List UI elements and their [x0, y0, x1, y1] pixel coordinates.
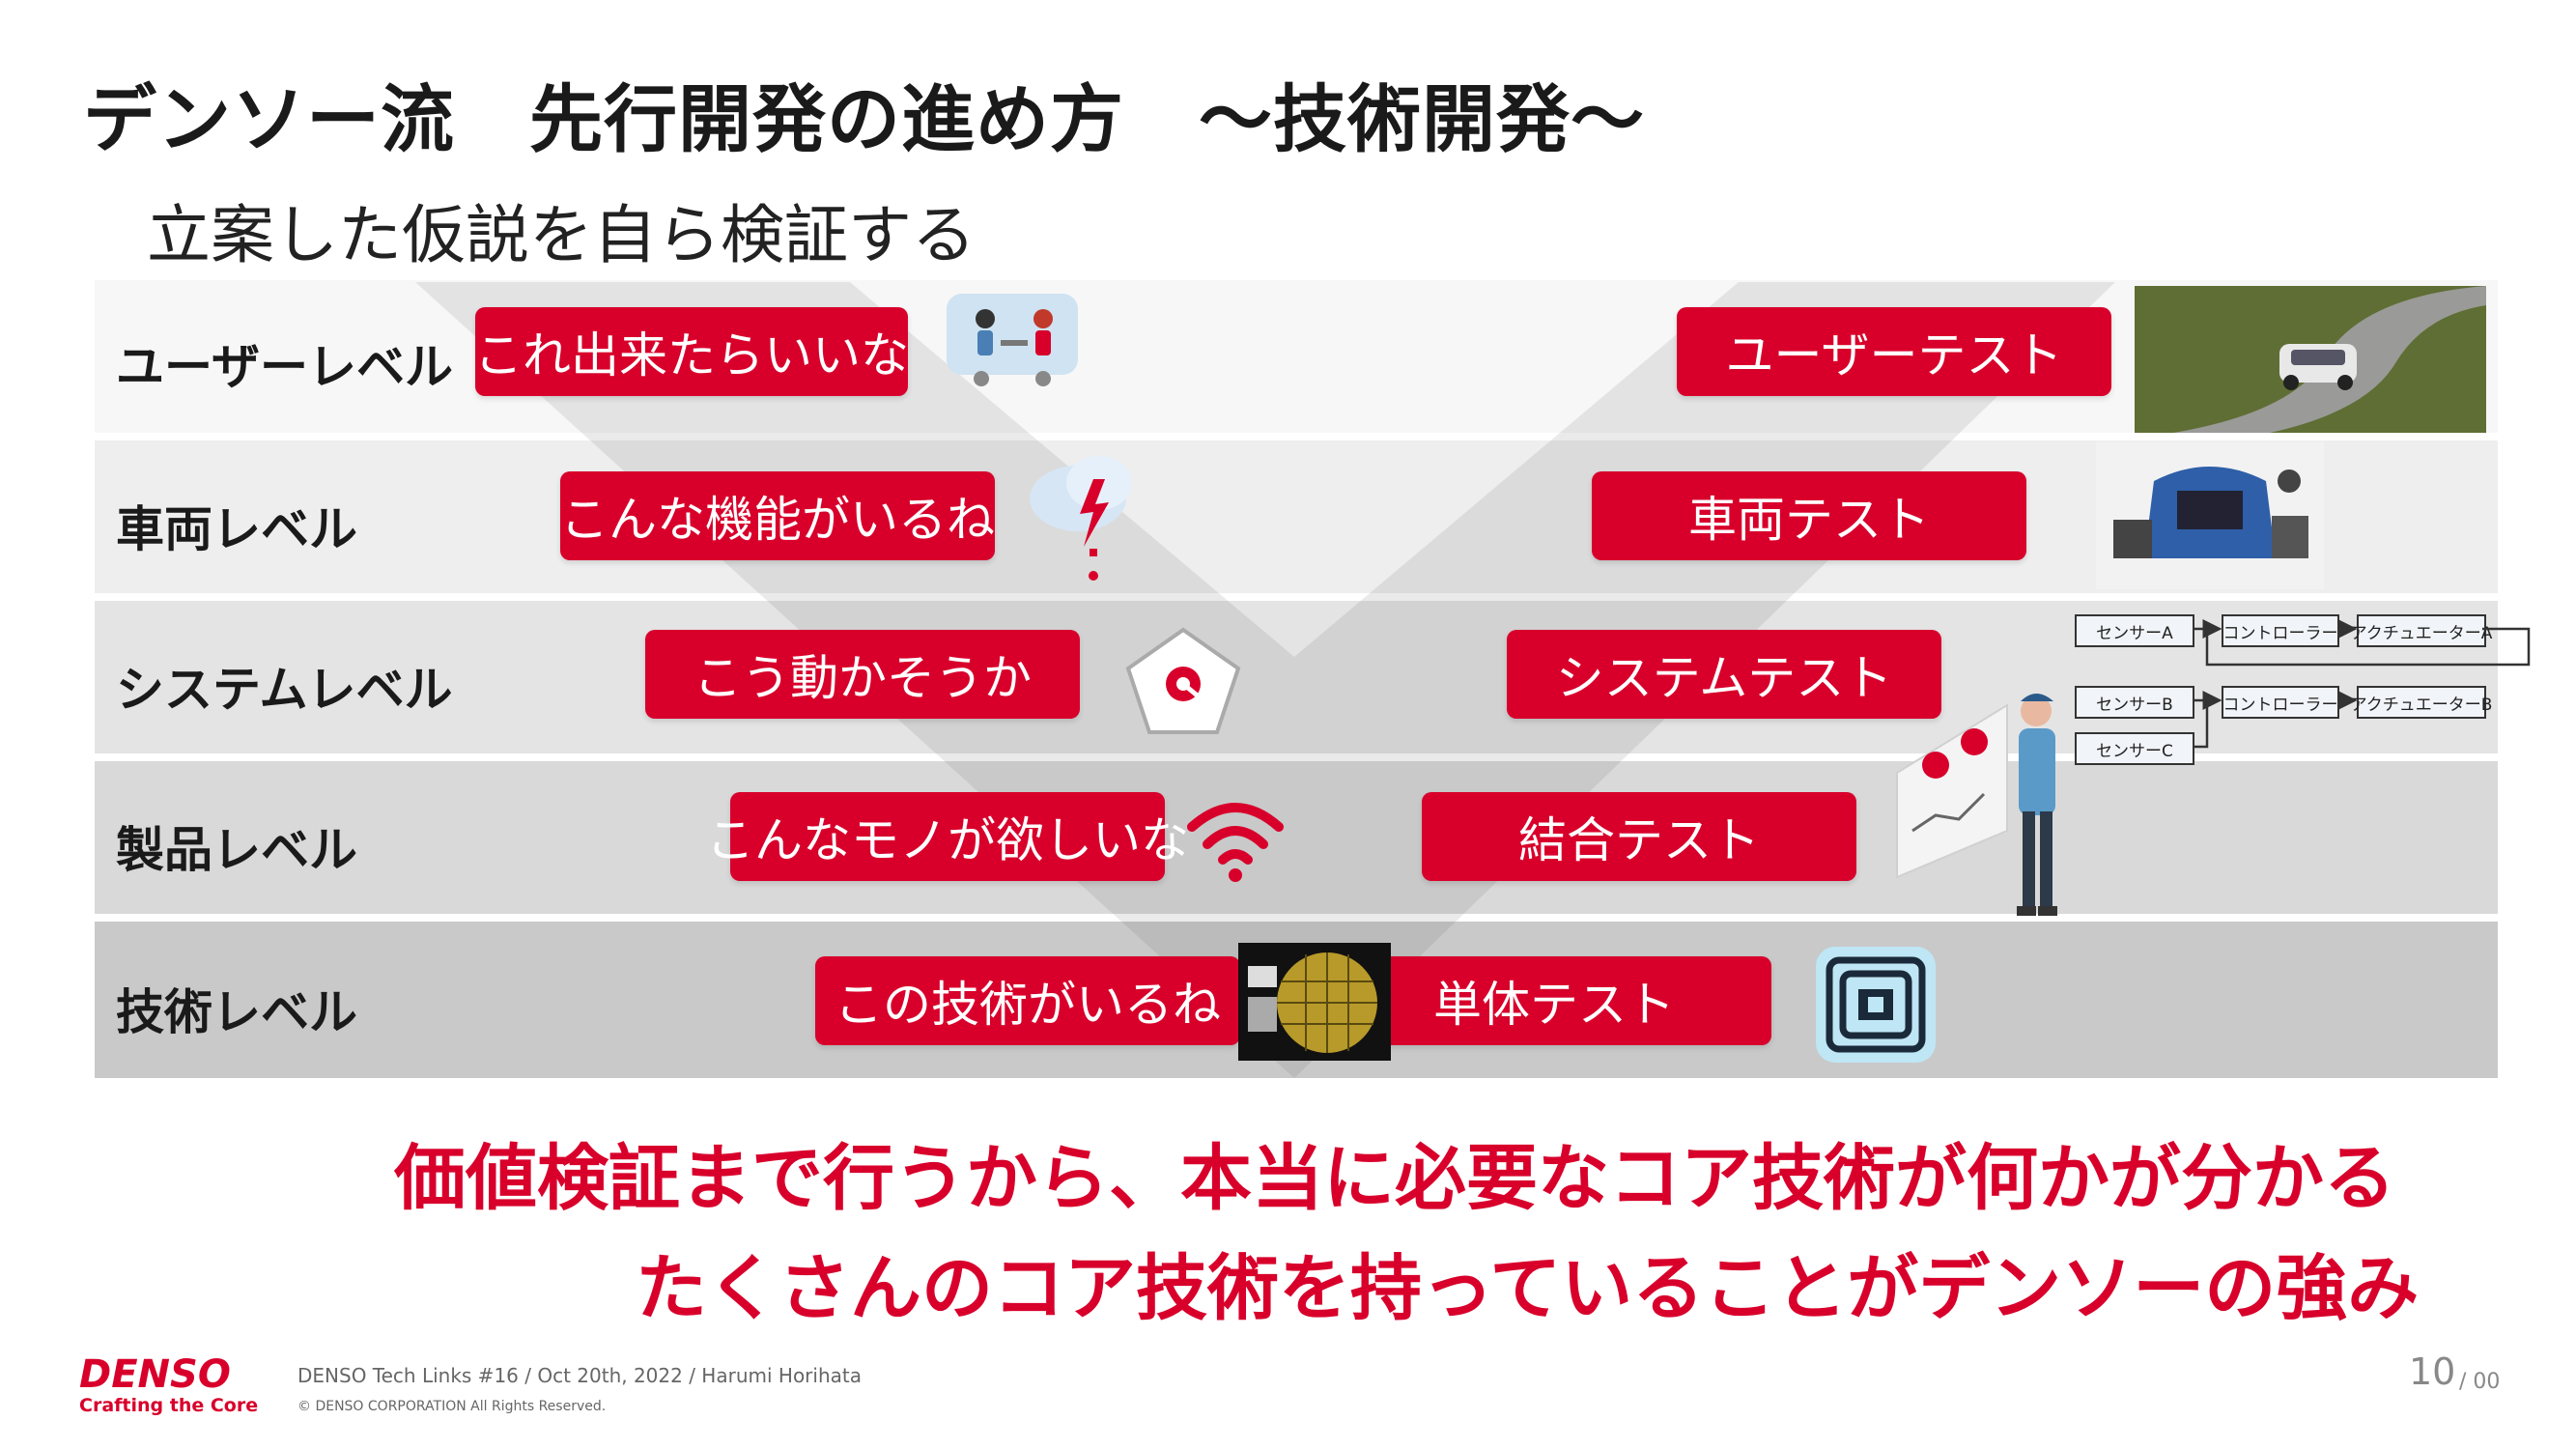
conclusion-line-2: たくさんのコア技術を持っていることがデンソーの強み: [636, 1247, 2420, 1330]
slide-title: デンソー流 先行開発の進め方 ～技術開発～: [83, 76, 1645, 162]
meeting-people-icon: [943, 290, 1082, 390]
user-test-pill: ユーザーテスト: [1677, 307, 2111, 396]
slide-subtitle: 立案した仮説を自ら検証する: [147, 198, 976, 272]
flow-actuator-a: アクチュエーターA: [2351, 614, 2492, 647]
footer-event-info: DENSO Tech Links #16 / Oct 20th, 2022 / …: [297, 1364, 862, 1387]
nfc-chip-icon: [1812, 943, 1939, 1066]
engineer-chart-illustration: [1891, 667, 2075, 927]
cloud-alert-icon: [1018, 440, 1144, 585]
vehicle-test-pill: 車両テスト: [1592, 471, 2026, 560]
level-label-user: ユーザーレベル: [116, 339, 453, 395]
denso-logo: DENSO: [79, 1352, 231, 1397]
flow-actuator-b: アクチュエーターB: [2351, 686, 2492, 719]
footer-copyright: © DENSO CORPORATION All Rights Reserved.: [297, 1399, 607, 1414]
flow-sensor-b: センサーB: [2075, 686, 2194, 719]
vehicle-engine-photo: [2096, 442, 2324, 589]
conclusion-line-1: 価値検証まで行うから、本当に必要なコア技術が何かが分かる: [394, 1137, 2395, 1220]
level-label-product: 製品レベル: [116, 822, 357, 878]
hypothesis-product-pill: こんなモノが欲しいな: [706, 792, 1189, 881]
page-total: / 00: [2459, 1370, 2501, 1394]
denso-tagline: Crafting the Core: [79, 1395, 259, 1416]
flow-controller-2: コントローラー: [2222, 686, 2339, 719]
flow-sensor-a: センサーA: [2075, 614, 2194, 647]
flow-controller-1: コントローラー: [2222, 614, 2339, 647]
hypothesis-technology-pill: この技術がいるね: [815, 956, 1240, 1045]
gear-pentagon-icon: [1120, 624, 1246, 740]
flow-sensor-c: センサーC: [2075, 732, 2194, 765]
wifi-icon: [1182, 798, 1288, 885]
hypothesis-system-pill: こう動かそうか: [645, 630, 1080, 719]
level-label-technology: 技術レベル: [116, 984, 357, 1040]
flow-arrows: [2193, 619, 2531, 749]
unit-test-pill: 単体テスト: [1337, 956, 1771, 1045]
level-label-vehicle: 車両レベル: [116, 501, 357, 557]
level-label-system: システムレベル: [116, 662, 453, 718]
band-product-level: [95, 761, 2498, 914]
integration-test-pill: 結合テスト: [1422, 792, 1856, 881]
hypothesis-vehicle-pill: こんな機能がいるね: [560, 471, 995, 560]
semiconductor-wafer-icon: [1238, 943, 1391, 1061]
car-road-photo: [2135, 286, 2486, 433]
system-test-pill: システムテスト: [1507, 630, 1941, 719]
page-number: 10: [2409, 1350, 2456, 1393]
hypothesis-user-pill: これ出来たらいいな: [474, 307, 909, 396]
